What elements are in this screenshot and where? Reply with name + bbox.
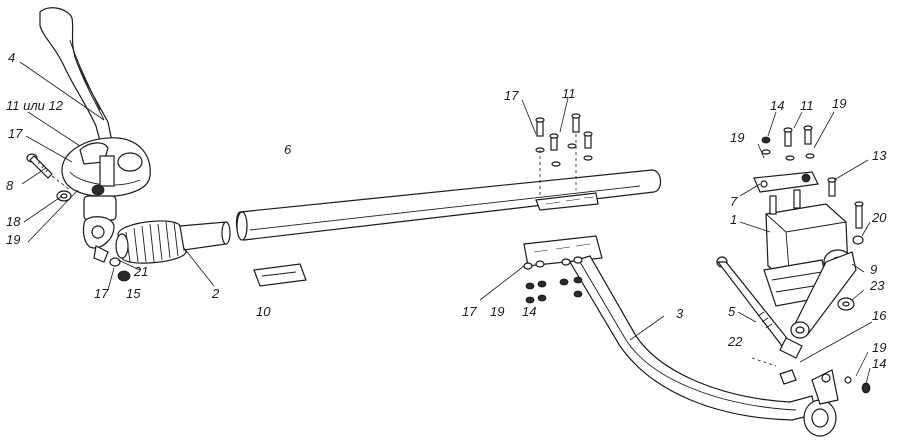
bolt-8 — [26, 153, 71, 191]
callout-21: 21 — [133, 264, 148, 279]
gear-lever — [39, 7, 115, 157]
callout-5: 5 — [728, 304, 736, 319]
callout-14-bottom-right: 14 — [872, 356, 886, 371]
callout-8: 8 — [6, 178, 14, 193]
callout-18: 18 — [6, 214, 21, 229]
support-arm — [523, 235, 839, 437]
callout-17-left: 17 — [8, 126, 23, 141]
callout-3: 3 — [676, 306, 684, 321]
plate-10 — [253, 263, 307, 287]
lever-arm-9 — [790, 251, 857, 339]
lever-housing — [61, 137, 151, 263]
callout-9: 9 — [870, 262, 877, 277]
callout-14-lower-mid: 14 — [522, 304, 536, 319]
callout-1: 1 — [730, 212, 737, 227]
callout-13: 13 — [872, 148, 887, 163]
washers-18-19 — [56, 190, 72, 202]
nut-15 — [109, 257, 131, 282]
bracket-7 — [753, 125, 837, 197]
callout-11-right: 11 — [800, 98, 814, 113]
callout-14-right: 14 — [770, 98, 784, 113]
callout-11-or-12: 11 или 12 — [6, 98, 64, 113]
callout-17-bottom-left: 17 — [94, 286, 109, 301]
callout-2: 2 — [211, 286, 220, 301]
callout-17-mid: 17 — [504, 88, 519, 103]
callout-19-top-right: 19 — [832, 96, 846, 111]
long-tube — [235, 169, 662, 241]
bolts-top-middle — [535, 113, 593, 196]
callout-labels: 4 11 или 12 17 8 18 19 21 17 15 2 6 10 1… — [6, 50, 887, 371]
callout-19-left: 19 — [6, 232, 20, 247]
callout-19-bottom-right: 19 — [872, 340, 886, 355]
callout-4: 4 — [8, 50, 15, 65]
callout-16: 16 — [872, 308, 887, 323]
nuts-arm-mount — [523, 256, 583, 304]
callout-20: 20 — [871, 210, 887, 225]
callout-19-lower-mid: 19 — [490, 304, 504, 319]
callout-19-right: 19 — [730, 130, 744, 145]
leader-lines — [19, 61, 873, 385]
callout-10: 10 — [256, 304, 271, 319]
callout-6: 6 — [284, 142, 292, 157]
rubber-boot — [115, 220, 187, 264]
callout-23: 23 — [869, 278, 885, 293]
callout-15: 15 — [126, 286, 141, 301]
tie-rod-5 — [716, 256, 803, 359]
callout-7: 7 — [730, 194, 738, 209]
callout-11-mid: 11 — [562, 86, 576, 101]
short-rod — [179, 221, 231, 251]
callout-22: 22 — [727, 334, 743, 349]
callout-17-lower-mid: 17 — [462, 304, 477, 319]
small-parts-bottom-right — [751, 357, 871, 394]
